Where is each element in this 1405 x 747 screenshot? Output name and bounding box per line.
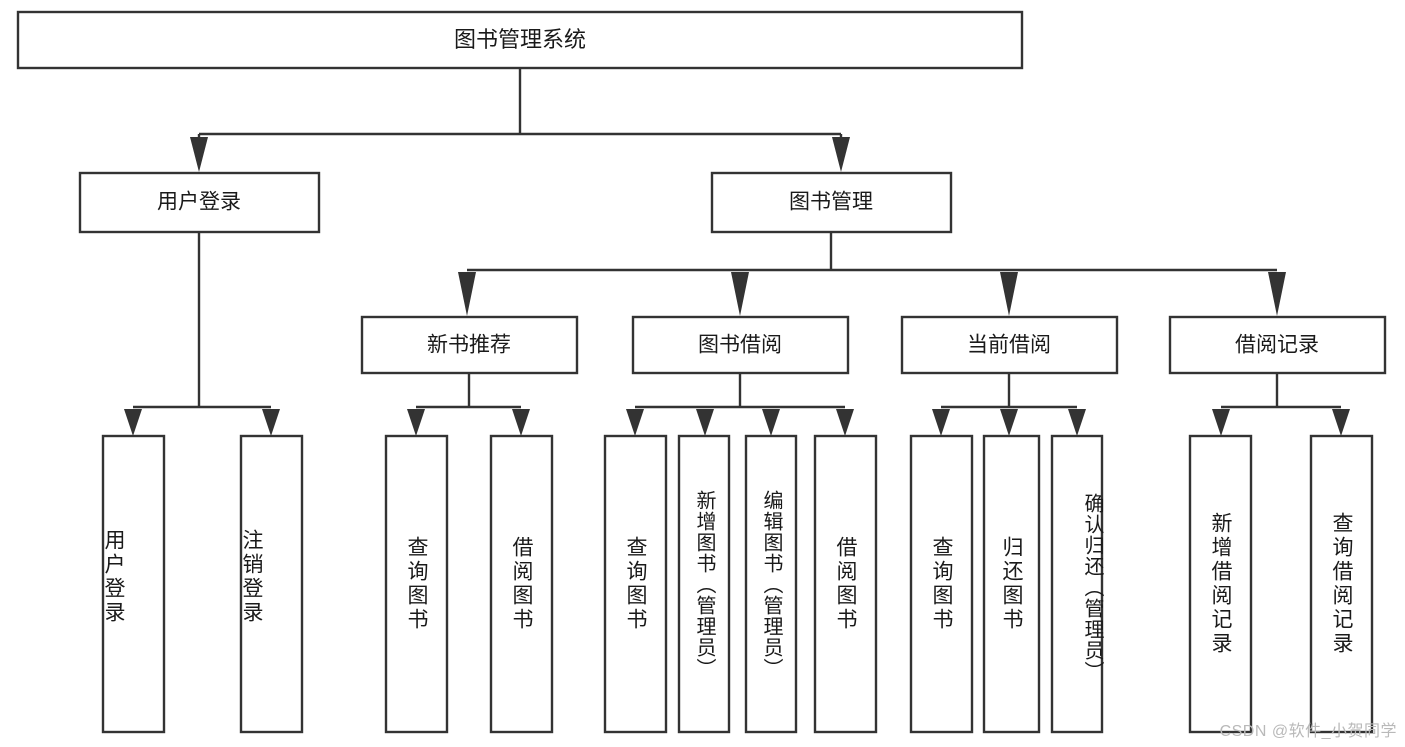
node-leaf-user-login[interactable] bbox=[101, 434, 166, 734]
connector-bookmgmt-to-level3 bbox=[458, 232, 1286, 316]
node-leaf-edit-book-admin[interactable] bbox=[744, 434, 798, 734]
node-leaf-query-borrow-record[interactable] bbox=[1309, 434, 1374, 734]
node-current-borrow-label: 当前借阅 bbox=[967, 334, 1051, 357]
connector-borrowrecord-to-leaves bbox=[1212, 373, 1350, 436]
node-leaf-query-book-recommend[interactable] bbox=[384, 434, 449, 734]
node-leaf-add-borrow-record[interactable] bbox=[1188, 434, 1253, 734]
connector-userlogin-to-leaves bbox=[124, 232, 280, 436]
node-user-login[interactable]: 用户登录 bbox=[78, 171, 321, 234]
node-leaf-borrow-book-borrow[interactable] bbox=[813, 434, 878, 734]
node-book-borrow-label: 图书借阅 bbox=[698, 334, 782, 357]
node-root-system-label: 图书管理系统 bbox=[454, 27, 586, 52]
node-root-system[interactable]: 图书管理系统 bbox=[16, 10, 1024, 70]
node-book-borrow[interactable]: 图书借阅 bbox=[631, 315, 850, 375]
node-book-management[interactable]: 图书管理 bbox=[710, 171, 953, 234]
node-new-book-recommend[interactable]: 新书推荐 bbox=[360, 315, 579, 375]
node-leaf-query-book-borrow[interactable] bbox=[603, 434, 668, 734]
connector-bookborrow-to-leaves bbox=[626, 373, 854, 436]
node-user-login-label: 用户登录 bbox=[157, 191, 241, 214]
connector-root-to-level2 bbox=[190, 68, 850, 172]
node-borrow-record[interactable]: 借阅记录 bbox=[1168, 315, 1387, 375]
node-new-book-recommend-label: 新书推荐 bbox=[427, 334, 511, 357]
node-leaf-confirm-return-admin[interactable] bbox=[1050, 434, 1104, 734]
node-borrow-record-label: 借阅记录 bbox=[1235, 334, 1319, 357]
node-current-borrow[interactable]: 当前借阅 bbox=[900, 315, 1119, 375]
node-leaf-logout[interactable] bbox=[239, 434, 304, 734]
node-leaf-return-book[interactable] bbox=[982, 434, 1041, 734]
node-leaf-add-book-admin[interactable] bbox=[677, 434, 731, 734]
node-book-management-label: 图书管理 bbox=[789, 191, 873, 214]
connector-newbook-to-leaves bbox=[407, 373, 530, 436]
node-leaf-borrow-book-recommend[interactable] bbox=[489, 434, 554, 734]
csdn-watermark: CSDN @软件_小贺同学 bbox=[1219, 723, 1397, 740]
node-leaf-query-book-current[interactable] bbox=[909, 434, 974, 734]
connector-currentborrow-to-leaves bbox=[932, 373, 1086, 436]
